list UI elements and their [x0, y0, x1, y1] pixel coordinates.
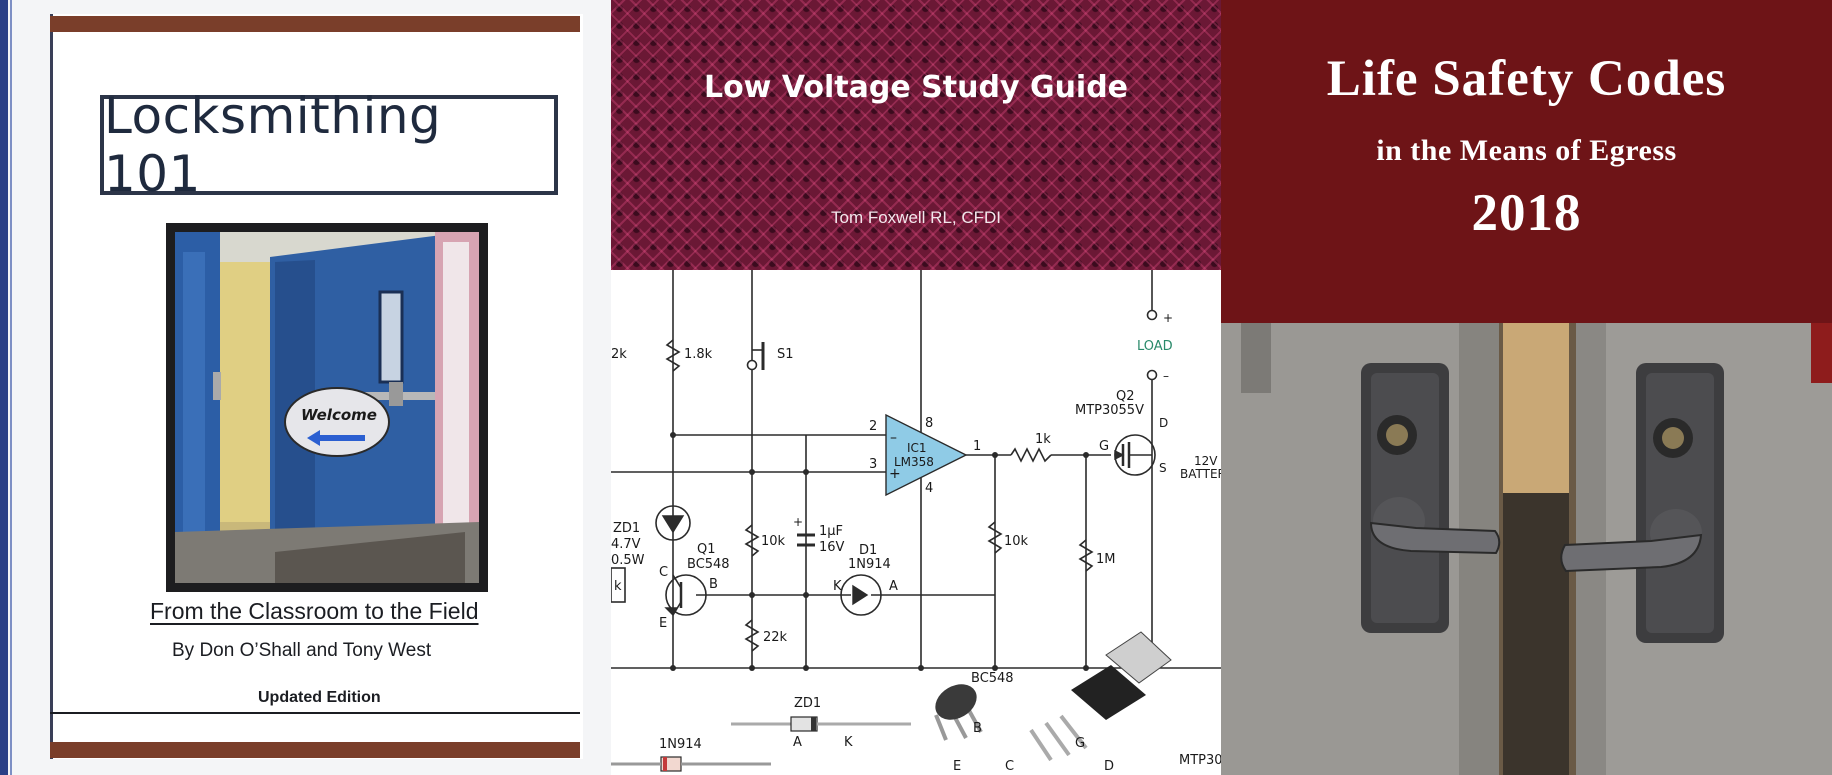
- label-pin-8: 8: [925, 416, 933, 431]
- bottom-band: [50, 742, 580, 758]
- title-box: Locksmithing 101: [100, 87, 558, 203]
- label-part-1n914: 1N914: [659, 737, 702, 752]
- label-d1: D1: [859, 543, 877, 558]
- label-zd1-voltage: 4.7V: [611, 537, 641, 552]
- label-battery: BATTER: [1180, 467, 1221, 481]
- label-q2: Q2: [1116, 389, 1135, 404]
- label-pin-3: 3: [869, 457, 877, 472]
- life-safety-cover: Life Safety Codes in the Means of Egress…: [1221, 0, 1832, 775]
- door-photo-image: Welcome: [175, 232, 479, 583]
- label-s1: S1: [777, 347, 794, 362]
- door-photo: Welcome: [166, 223, 488, 592]
- title-panel: [1221, 0, 1832, 323]
- label-part-e: E: [953, 759, 961, 774]
- label-r1-value: k: [614, 579, 622, 594]
- label-mtp3055v: MTP3055V: [1075, 403, 1144, 418]
- label-base: B: [709, 577, 718, 592]
- book-subtitle: in the Means of Egress: [1376, 134, 1677, 167]
- label-drain: D: [1159, 416, 1168, 430]
- label-r-1-8k: 1.8k: [684, 347, 713, 362]
- book-year: 2018: [1471, 184, 1582, 242]
- door-hardware-photo: [1221, 323, 1832, 775]
- label-part-zd1-a: A: [793, 735, 802, 750]
- label-cap-plus: +: [793, 515, 803, 529]
- low-voltage-cover: Low Voltage Study Guide Tom Foxwell RL, …: [611, 0, 1221, 775]
- label-r-10k-a: 10k: [761, 534, 786, 549]
- label-pin-4: 4: [925, 481, 933, 496]
- book-title: Low Voltage Study Guide: [703, 70, 1129, 105]
- label-1n914: 1N914: [848, 557, 891, 572]
- label-opamp-minus: –: [890, 430, 897, 446]
- welcome-sign-text: Welcome: [301, 406, 377, 424]
- label-opamp-plus: +: [889, 466, 901, 482]
- locksmithing-cover: Locksmithing 101 Welcome From the Classr…: [0, 0, 611, 775]
- label-r-22k: 22k: [763, 630, 788, 645]
- label-part-c: C: [1005, 759, 1014, 774]
- binding-strip: [0, 0, 8, 775]
- book-edition: Updated Edition: [258, 689, 381, 706]
- label-12v: 12V: [1194, 454, 1218, 468]
- label-cap-voltage: 16V: [819, 540, 845, 555]
- footer-rule: [50, 712, 580, 714]
- binding-line: [10, 0, 12, 775]
- label-r1: R1: [611, 559, 613, 561]
- label-r-1k: 1k: [1035, 432, 1051, 447]
- label-lm358: LM358: [894, 455, 934, 469]
- book-title: Locksmithing 101: [104, 87, 442, 203]
- top-band: [50, 16, 580, 32]
- label-ic1: IC1: [907, 441, 927, 455]
- label-load-minus: –: [1163, 369, 1169, 383]
- label-part-mtp: MTP30: [1179, 753, 1221, 768]
- label-load: LOAD: [1137, 339, 1173, 354]
- label-r-1m: 1M: [1096, 552, 1116, 567]
- label-r-10k-b: 10k: [1004, 534, 1029, 549]
- label-d1-k: K: [833, 579, 842, 594]
- label-q1: Q1: [697, 542, 716, 557]
- label-part-d: D: [1104, 759, 1114, 774]
- label-gate: G: [1099, 439, 1109, 454]
- label-part-b: B: [973, 721, 982, 736]
- label-bc548: BC548: [687, 557, 730, 572]
- book-authors: By Don O’Shall and Tony West: [172, 640, 432, 661]
- label-zd1: ZD1: [613, 521, 640, 536]
- label-cap-value: 1µF: [819, 524, 843, 539]
- label-zd1-watt: 0.5W: [611, 553, 645, 568]
- component-parts-row: [611, 631, 1172, 772]
- book-author: Tom Foxwell RL, CFDI: [830, 208, 1002, 227]
- label-load-plus: +: [1163, 311, 1173, 325]
- label-part-bc548: BC548: [971, 671, 1014, 686]
- label-source: S: [1159, 461, 1167, 475]
- label-pin-1: 1: [973, 439, 981, 454]
- label-part-zd1-k: K: [844, 735, 853, 750]
- label-collector: C: [659, 565, 668, 580]
- label-pin-2: 2: [869, 419, 877, 434]
- circuit-schematic: 1.8k 2k S1 2 3 8 4 1 IC1 LM358 – + 1k G …: [611, 270, 1221, 774]
- book-title: Life Safety Codes: [1326, 51, 1727, 107]
- label-part-zd1: ZD1: [794, 696, 821, 711]
- label-r-2k: 2k: [611, 347, 627, 362]
- label-emitter: E: [659, 616, 667, 631]
- label-d1-a: A: [889, 579, 898, 594]
- fabric-header: [611, 0, 1221, 270]
- book-subtitle: From the Classroom to the Field: [150, 598, 479, 624]
- label-part-g: G: [1075, 736, 1085, 751]
